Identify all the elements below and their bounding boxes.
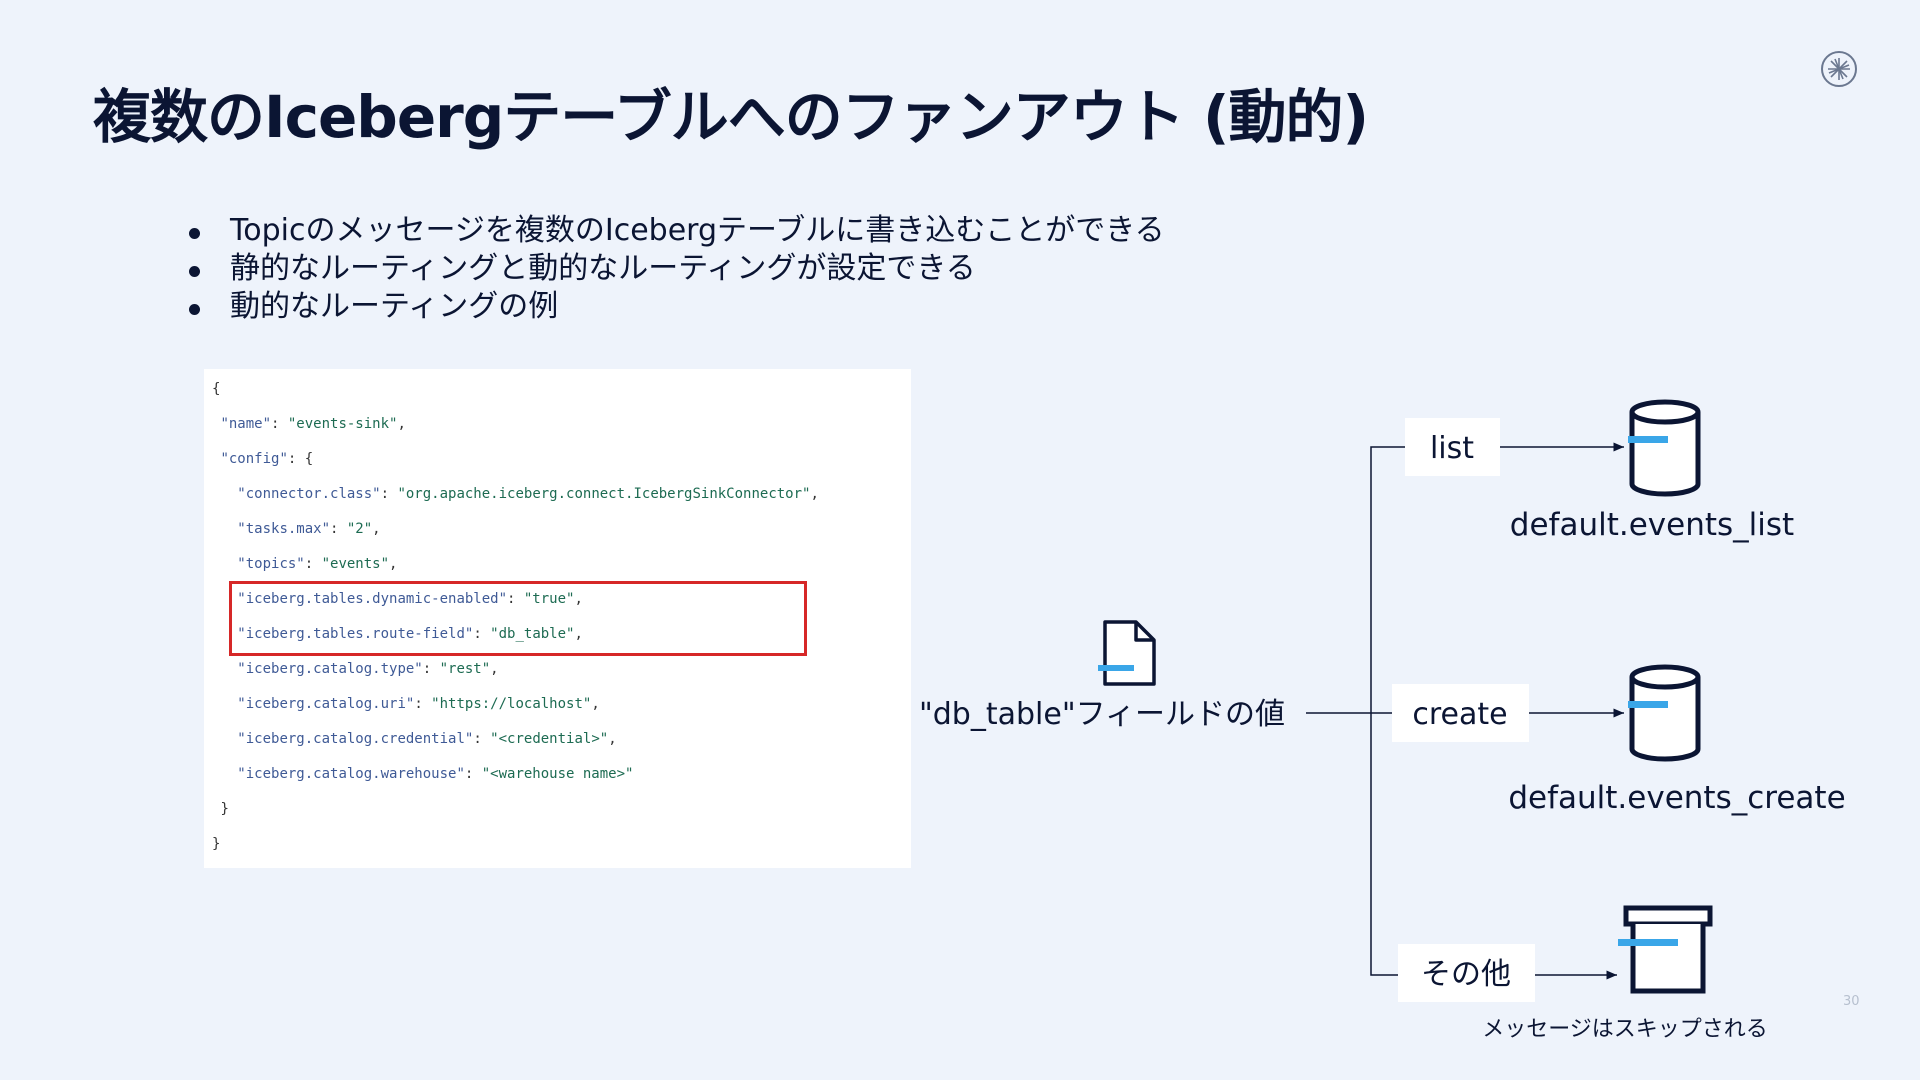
config-code-panel: { "name": "events-sink", "config": { "co… [204, 369, 911, 868]
code-key: "connector.class" [237, 486, 381, 502]
bullet-list: Topicのメッセージを複数のIcebergテーブルに書き込むことができる 静的… [185, 212, 1165, 326]
code-line: "iceberg.tables.route-field": "db_table"… [237, 626, 583, 642]
code-key: "iceberg.tables.dynamic-enabled" [237, 591, 508, 607]
slide-title: 複数のIcebergテーブルへのファンアウト (動的) [93, 83, 1369, 151]
code-key: "iceberg.tables.route-field" [237, 626, 474, 642]
code-key: "iceberg.catalog.type" [237, 661, 423, 677]
bullet-item: 静的なルーティングと動的なルーティングが設定できる [185, 250, 1165, 288]
code-value: "events" [321, 556, 390, 572]
code-line: } [212, 834, 220, 854]
route-key-label-list: list [1430, 431, 1474, 466]
code-line: "iceberg.catalog.uri": "https://localhos… [237, 696, 600, 712]
code-line: "iceberg.catalog.warehouse": "<warehouse… [237, 766, 634, 782]
database-icon [1628, 664, 1701, 762]
code-line: "topics": "events", [237, 556, 398, 572]
code-key: "iceberg.catalog.credential" [237, 731, 474, 747]
code-value: "db_table" [490, 626, 575, 642]
route-key-label-create: create [1412, 697, 1507, 732]
code-line: { [212, 379, 220, 399]
code-line: "config": { [220, 451, 314, 467]
code-line: } [212, 799, 229, 819]
source-field-label: "db_table"フィールドの値 [919, 697, 1285, 732]
code-brace: } [212, 836, 221, 852]
page-number: 30 [1843, 994, 1860, 1009]
code-line: "iceberg.tables.dynamic-enabled": "true"… [237, 591, 583, 607]
route-key-box [1398, 944, 1535, 1002]
code-value: "<warehouse name>" [481, 766, 634, 782]
code-key: "tasks.max" [237, 521, 331, 537]
code-value: "https://localhost" [431, 696, 592, 712]
connector-lines [1306, 442, 1624, 980]
code-key: "topics" [237, 556, 305, 572]
code-line: "iceberg.catalog.credential": "<credenti… [237, 731, 617, 747]
code-key: "iceberg.catalog.warehouse" [237, 766, 465, 782]
code-value: "2" [346, 521, 373, 537]
skip-message-label: メッセージはスキップされる [1482, 1017, 1768, 1042]
code-line: "iceberg.catalog.type": "rest", [237, 661, 499, 677]
bullet-item: 動的なルーティングの例 [185, 288, 1165, 326]
brand-logo-icon [1821, 51, 1857, 87]
code-value: "true" [523, 591, 575, 607]
code-line: "tasks.max": "2", [237, 521, 381, 537]
code-key: "iceberg.catalog.uri" [237, 696, 415, 712]
document-icon [1098, 620, 1156, 686]
database-icon [1628, 399, 1701, 497]
code-value: "rest" [439, 661, 491, 677]
route-key-box [1392, 684, 1529, 742]
target-table-label-create: default.events_create [1508, 780, 1845, 816]
route-key-box [1405, 418, 1500, 476]
route-key-label-other: その他 [1421, 957, 1511, 992]
code-key: "config" [220, 451, 288, 467]
code-value: "<credential>" [490, 731, 609, 747]
code-brace: { [212, 381, 221, 397]
code-brace: } [220, 801, 229, 817]
code-line: "name": "events-sink", [220, 416, 406, 432]
bullet-item: Topicのメッセージを複数のIcebergテーブルに書き込むことができる [185, 212, 1165, 250]
code-value: "org.apache.iceberg.connect.IcebergSinkC… [397, 486, 811, 502]
highlight-box [229, 581, 807, 656]
code-value: "events-sink" [287, 416, 398, 432]
code-key: "name" [220, 416, 272, 432]
code-line: "connector.class": "org.apache.iceberg.c… [237, 486, 819, 502]
target-table-label-list: default.events_list [1510, 507, 1794, 543]
archive-icon [1618, 905, 1713, 994]
